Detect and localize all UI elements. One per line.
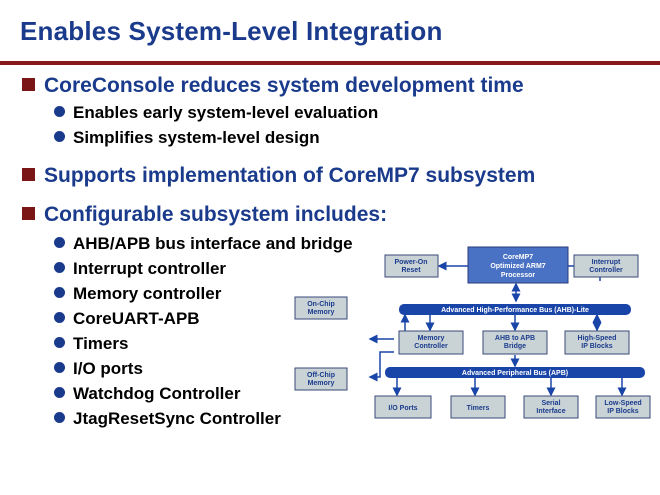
title-divider bbox=[0, 61, 660, 65]
round-bullet-icon bbox=[54, 312, 65, 323]
poweron-line2: Reset bbox=[401, 267, 421, 274]
round-bullet-icon bbox=[54, 287, 65, 298]
hsip-box bbox=[564, 330, 630, 355]
subbullet-jtag: JtagResetSync Controller bbox=[54, 409, 281, 429]
square-bullet-icon bbox=[22, 78, 35, 91]
round-bullet-icon bbox=[54, 337, 65, 348]
ioports-label: I/O Ports bbox=[388, 405, 417, 412]
slide-title: Enables System-Level Integration bbox=[20, 16, 443, 46]
subbullet-uart: CoreUART-APB bbox=[54, 309, 200, 329]
serial-box bbox=[523, 395, 579, 419]
onchip-line2: Memory bbox=[308, 309, 335, 316]
square-bullet-icon bbox=[22, 168, 35, 181]
poweron-box bbox=[384, 254, 439, 278]
ahb-bus-label: Advanced High-Performance Bus (AHB)-Lite bbox=[441, 307, 589, 314]
processor-line2: Optimized ARM7 bbox=[490, 263, 545, 270]
round-bullet-icon bbox=[54, 412, 65, 423]
subbullet-io: I/O ports bbox=[54, 359, 143, 379]
subbullet-watchdog: Watchdog Controller bbox=[54, 384, 240, 404]
memctrl-box bbox=[398, 330, 464, 355]
offchip-line2: Memory bbox=[308, 380, 335, 387]
offchip-arrow bbox=[368, 351, 394, 382]
memctrl-line2: Controller bbox=[414, 343, 448, 350]
serial-line2: Interface bbox=[536, 408, 565, 415]
onchip-box bbox=[294, 296, 348, 320]
processor-line3: Processor bbox=[501, 272, 536, 279]
interrupt-line2: Controller bbox=[589, 267, 623, 274]
round-bullet-icon bbox=[54, 387, 65, 398]
round-bullet-icon bbox=[54, 131, 65, 142]
lsip-line1: Low-Speed bbox=[604, 400, 641, 407]
round-bullet-icon bbox=[54, 262, 65, 273]
subbullet-memory: Memory controller bbox=[54, 284, 221, 304]
round-bullet-icon bbox=[54, 106, 65, 117]
subbullet-simplifies: Simplifies system-level design bbox=[54, 128, 320, 148]
lsip-line2: IP Blocks bbox=[607, 408, 638, 415]
ioports-box bbox=[374, 395, 432, 419]
bridge-box bbox=[482, 330, 548, 355]
lsip-box bbox=[595, 395, 651, 419]
offchip-box bbox=[294, 367, 348, 391]
hsip-line1: High-Speed bbox=[578, 335, 617, 342]
timers-label: Timers bbox=[467, 405, 490, 412]
offchip-line1: Off-Chip bbox=[307, 372, 335, 379]
timers-box bbox=[450, 395, 506, 419]
round-bullet-icon bbox=[54, 237, 65, 248]
processor-box bbox=[467, 246, 569, 284]
bullet-coreconsole: CoreConsole reduces system development t… bbox=[22, 74, 524, 98]
round-bullet-icon bbox=[54, 362, 65, 373]
ahb-bus bbox=[399, 304, 631, 315]
apb-bus-label: Advanced Peripheral Bus (APB) bbox=[462, 370, 568, 377]
bullet-coremp7: Supports implementation of CoreMP7 subsy… bbox=[22, 164, 535, 188]
processor-line1: CoreMP7 bbox=[503, 254, 533, 261]
subbullet-early-eval: Enables early system-level evaluation bbox=[54, 103, 378, 123]
bridge-line2: Bridge bbox=[504, 343, 526, 350]
apb-bus bbox=[385, 367, 645, 378]
interrupt-box bbox=[573, 254, 639, 278]
bridge-line1: AHB to APB bbox=[495, 335, 535, 342]
onchip-line1: On-Chip bbox=[307, 301, 335, 308]
subbullet-timers: Timers bbox=[54, 334, 128, 354]
memctrl-line1: Memory bbox=[418, 335, 445, 342]
bullet-configurable: Configurable subsystem includes: bbox=[22, 203, 387, 227]
hsip-line2: IP Blocks bbox=[581, 343, 612, 350]
poweron-line1: Power-On bbox=[394, 259, 427, 266]
subbullet-ahb-apb: AHB/APB bus interface and bridge bbox=[54, 234, 353, 254]
interrupt-line1: Interrupt bbox=[592, 259, 621, 266]
serial-line1: Serial bbox=[541, 400, 560, 407]
square-bullet-icon bbox=[22, 207, 35, 220]
subbullet-interrupt: Interrupt controller bbox=[54, 259, 226, 279]
